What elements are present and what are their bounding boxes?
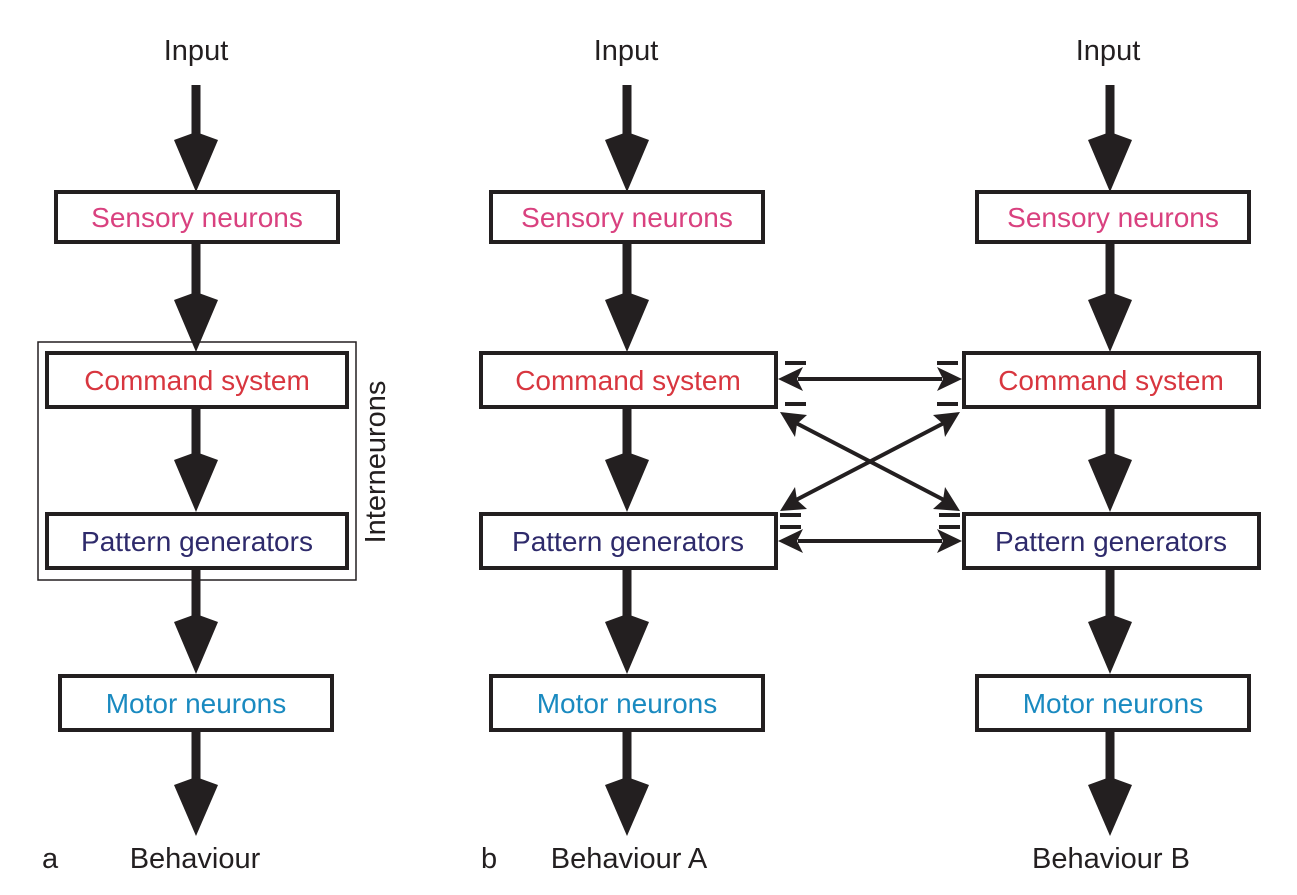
motor-box-b-b — [975, 674, 1251, 732]
behaviour-label-b-a: Behaviour A — [551, 843, 708, 875]
panel-letter-a: a — [42, 843, 59, 875]
motor-box-b-a — [489, 674, 765, 732]
panel-b-column-a: Input Sensory neurons Command system Pat… — [479, 35, 778, 875]
connection-pattern-a-command-b — [795, 421, 945, 502]
arrowhead-left — [778, 529, 803, 553]
panel-b-column-b: Input Sensory neurons Command system Pat… — [962, 35, 1261, 875]
sensory-box-b-a — [489, 190, 765, 244]
arrowhead — [1088, 777, 1132, 836]
behaviour-label-a: Behaviour — [130, 843, 261, 875]
interneurons-label: Interneurons — [360, 381, 392, 544]
arrowhead — [1088, 132, 1132, 192]
sensory-label-b-a: Sensory neurons — [521, 202, 733, 233]
arrowhead — [605, 292, 649, 352]
arrowhead-diag — [933, 412, 960, 437]
command-label-a: Command system — [84, 365, 310, 396]
command-box-a — [45, 351, 349, 409]
arrowhead — [605, 452, 649, 512]
arrowhead — [174, 452, 218, 512]
pattern-label-a: Pattern generators — [81, 526, 313, 557]
sensory-box-a — [54, 190, 340, 244]
arrowhead-left — [778, 367, 803, 391]
pattern-box-b-a — [479, 512, 778, 570]
sensory-label-b-b: Sensory neurons — [1007, 202, 1219, 233]
arrowhead — [605, 132, 649, 192]
pattern-label-b-b: Pattern generators — [995, 526, 1227, 557]
arrowhead — [1088, 292, 1132, 352]
arrowhead-diag — [780, 412, 807, 437]
arrowhead-right — [937, 367, 962, 391]
arrowhead — [1088, 614, 1132, 674]
arrowhead-right — [937, 529, 962, 553]
panel-letter-b: b — [481, 843, 497, 875]
command-box-b-b — [962, 351, 1261, 409]
input-label-b-b: Input — [1076, 35, 1141, 67]
behaviour-label-b-b: Behaviour B — [1032, 843, 1190, 875]
arrowhead-diag — [933, 487, 960, 511]
motor-label-b-a: Motor neurons — [537, 688, 718, 719]
arrowhead-diag — [780, 487, 807, 511]
panel-a: Input Sensory neurons Interneurons Comma… — [37, 35, 392, 875]
command-box-b-a — [479, 351, 778, 409]
arrowhead — [174, 777, 218, 836]
input-label-b-a: Input — [594, 35, 659, 67]
motor-label-b-b: Motor neurons — [1023, 688, 1204, 719]
arrowhead — [605, 777, 649, 836]
sensory-box-b-b — [975, 190, 1251, 244]
arrowhead — [1088, 452, 1132, 512]
pattern-label-b-a: Pattern generators — [512, 526, 744, 557]
sensory-label-a: Sensory neurons — [91, 202, 303, 233]
arrowhead — [174, 614, 218, 674]
pattern-box-b-b — [962, 512, 1261, 570]
arrowhead — [174, 132, 218, 192]
arrowhead — [174, 292, 218, 352]
command-label-b-b: Command system — [998, 365, 1224, 396]
arrowhead — [605, 614, 649, 674]
input-label-a: Input — [164, 35, 229, 67]
command-label-b-a: Command system — [515, 365, 741, 396]
pattern-box-a — [45, 512, 349, 570]
cross-inhibition-connections — [778, 361, 962, 553]
motor-label-a: Motor neurons — [106, 688, 287, 719]
motor-box-a — [58, 674, 334, 732]
